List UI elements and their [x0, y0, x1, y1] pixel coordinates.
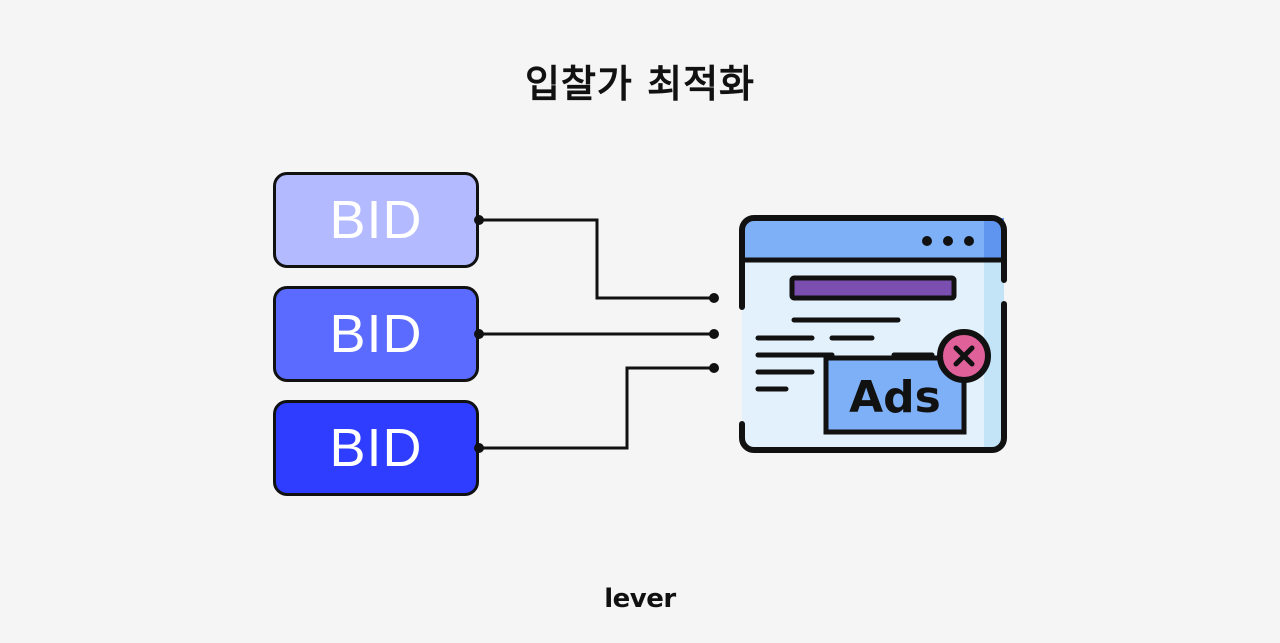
brand-logo: lever [604, 584, 676, 614]
bid-box-2: BID [273, 286, 479, 382]
browser-window-icon: Ads [739, 215, 1007, 453]
bid-box-1: BID [273, 172, 479, 268]
connector-dot-end-1 [709, 293, 719, 303]
bid-label-3: BID [329, 418, 423, 478]
bid-label-1: BID [329, 190, 423, 250]
ads-label: Ads [849, 372, 941, 423]
connector-dot-end-2 [709, 329, 719, 339]
bid-box-3: BID [273, 400, 479, 496]
connector-dot-end-3 [709, 363, 719, 373]
connector-3 [479, 366, 714, 450]
bid-label-2: BID [329, 304, 423, 364]
diagram-title: 입찰가 최적화 [525, 62, 755, 106]
close-icon [937, 329, 991, 383]
connector-1 [479, 218, 714, 300]
